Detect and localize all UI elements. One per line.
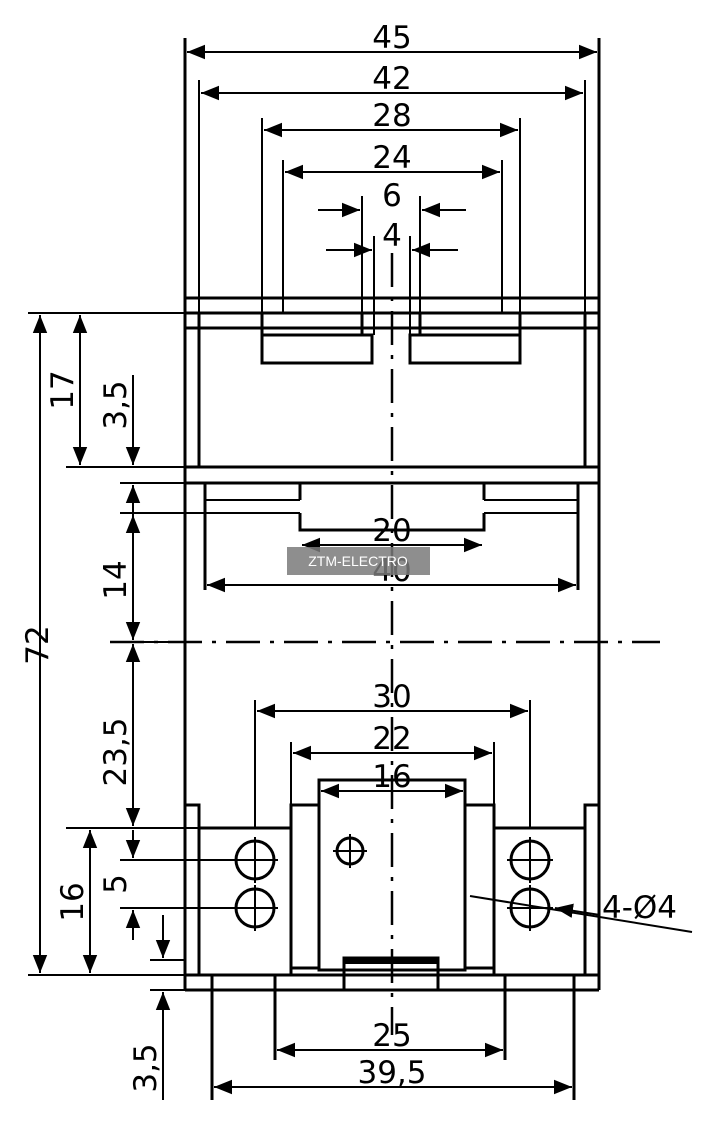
dim-72: 72: [20, 625, 56, 664]
dim-5: 5: [98, 874, 134, 894]
dim-4: 4: [382, 218, 402, 254]
dim-39-5: 39,5: [357, 1055, 426, 1091]
dim-3-5-bottom: 3,5: [128, 1043, 164, 1092]
dim-3-5-top: 3,5: [98, 380, 134, 429]
top-contact-plates: [260, 298, 522, 365]
mounting-feet: [210, 975, 576, 1100]
dim-45: 45: [372, 20, 411, 56]
dim-30: 30: [372, 679, 411, 715]
dim-42: 42: [372, 61, 411, 97]
dim-14: 14: [98, 560, 134, 599]
left-terminal-block: [185, 803, 293, 977]
hole-leader: [469, 895, 693, 933]
dim-16-width: 16: [372, 759, 411, 795]
top-dimensions: [183, 38, 601, 335]
dim-24: 24: [372, 140, 411, 176]
watermark-badge: ZTM-ELECTRO: [287, 547, 430, 575]
dim-20: 20: [372, 513, 411, 549]
dim-holes: 4-Ø4: [602, 890, 677, 926]
dim-16-height: 16: [55, 882, 91, 921]
right-terminal-block: [492, 803, 599, 977]
left-dimensions: [28, 312, 237, 1100]
dim-6: 6: [382, 178, 402, 214]
lower-dimensions: [214, 700, 572, 1095]
dim-17: 17: [45, 370, 81, 409]
dim-22: 22: [372, 721, 411, 757]
dim-28: 28: [372, 98, 411, 134]
dim-23-5: 23,5: [98, 717, 134, 786]
middle-dimensions: [207, 537, 576, 593]
watermark-text: ZTM-ELECTRO: [308, 553, 408, 569]
dim-25: 25: [372, 1018, 411, 1054]
center-lines: [110, 253, 660, 1035]
